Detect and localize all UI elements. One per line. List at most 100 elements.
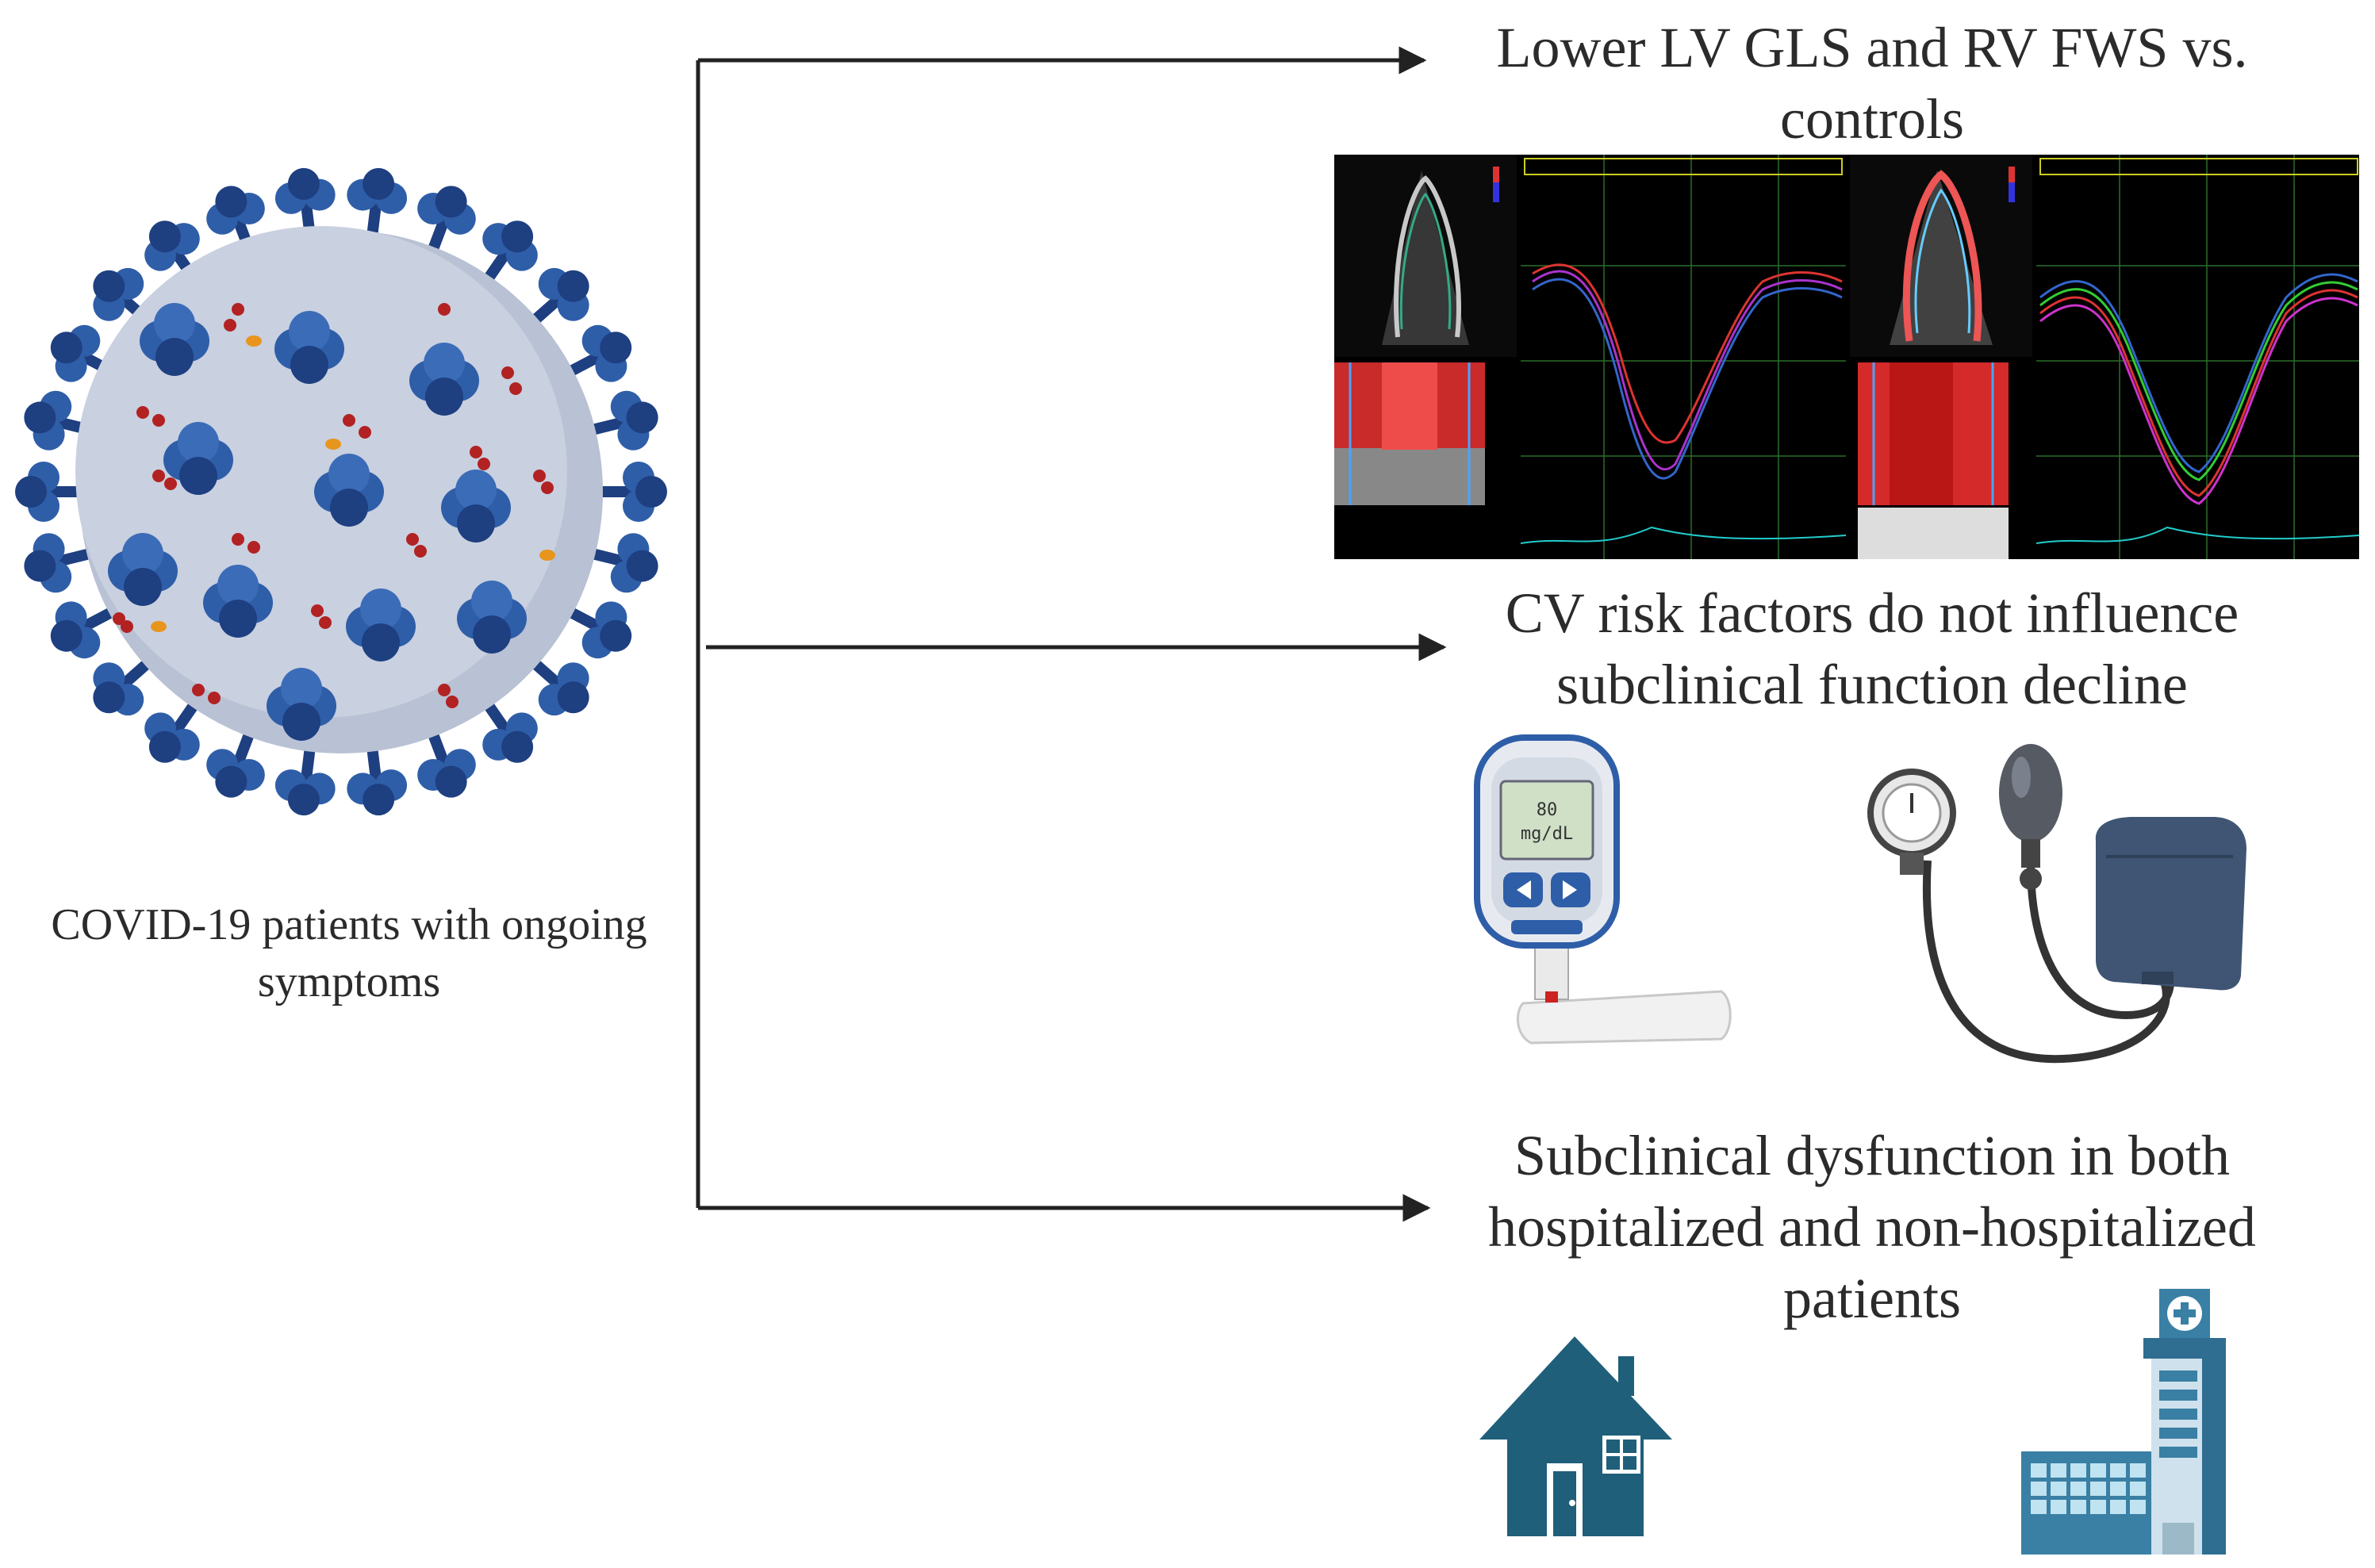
spike-head [557, 681, 589, 714]
spike-head [287, 784, 320, 816]
spike-head [50, 619, 82, 652]
rna-particle [438, 303, 451, 316]
protein-cluster [281, 668, 322, 709]
spike-head [24, 401, 56, 434]
protein-cluster [290, 346, 328, 384]
rna-particle [501, 366, 514, 379]
spike-head [15, 476, 47, 508]
rna-particle [541, 481, 554, 494]
protein-cluster [289, 311, 330, 352]
rna-particle [343, 414, 355, 427]
protein-cluster [362, 623, 400, 661]
protein-cluster [282, 703, 320, 741]
spike-head [148, 220, 181, 253]
finding-3-line2: hospitalized and non-hospitalized [1488, 1195, 2256, 1259]
finding-1-heading: Lower LV GLS and RV FWS vs. controls [1412, 12, 2332, 155]
patients-label: COVID-19 patients with ongoing symptoms [0, 896, 698, 1010]
protein-cluster [457, 504, 495, 542]
protein-cluster [179, 457, 217, 495]
spike-head [626, 550, 658, 582]
finding-2-line1: CV risk factors do not influence [1505, 581, 2239, 645]
protein-cluster [219, 600, 257, 638]
rna-particle [478, 458, 490, 470]
rna-particle [470, 446, 482, 458]
spike-head [557, 270, 589, 302]
rna-particle [359, 426, 371, 439]
rna-particle [533, 470, 546, 482]
spike-head [24, 550, 56, 582]
spike-head [287, 167, 320, 200]
protein-cluster [425, 378, 463, 416]
finding-3-heading: Subclinical dysfunction in both hospital… [1412, 1120, 2332, 1334]
spike-head [435, 765, 467, 798]
spike-head [50, 332, 82, 364]
protein-cluster [124, 568, 162, 606]
rna-particle [208, 692, 221, 704]
patients-label-line2: symptoms [257, 957, 441, 1006]
echo-strain-graphic [1334, 155, 2359, 559]
spike-head [148, 730, 181, 763]
rna-particle [192, 684, 205, 696]
rna-particle [121, 620, 133, 633]
rna-particle [152, 470, 165, 482]
protein-cluster [330, 489, 368, 527]
finding-2-heading: CV risk factors do not influence subclin… [1404, 577, 2340, 720]
rna-particle [136, 406, 149, 419]
rna-particle [319, 616, 332, 629]
rna-particle [164, 477, 177, 490]
spike-head [215, 186, 247, 218]
rna-particle [406, 533, 419, 546]
spike-head [215, 765, 247, 798]
spike-head [626, 401, 658, 434]
rna-particle [414, 545, 427, 558]
rna-particle [232, 533, 244, 546]
orange-particle [246, 335, 262, 347]
spike-head [93, 270, 125, 302]
protein-cluster [424, 343, 465, 384]
protein-cluster [178, 422, 219, 463]
glucometer-reading: 80 [1537, 800, 1558, 820]
orange-particle [151, 621, 167, 632]
spike-head [501, 730, 534, 763]
protein-cluster [455, 470, 497, 511]
echo-strain-image [1334, 155, 2359, 559]
protein-cluster [155, 338, 194, 376]
spike-head [501, 220, 534, 253]
orange-particle [325, 439, 341, 450]
protein-cluster [473, 615, 511, 654]
rna-particle [438, 684, 451, 696]
finding-3-line3: patients [1783, 1267, 1961, 1330]
rna-particle [509, 382, 522, 395]
rna-particle [113, 612, 125, 625]
finding-1-line2: controls [1780, 87, 1964, 151]
finding-2-line2: subclinical function decline [1556, 653, 2188, 716]
glucometer-unit: mg/dL [1521, 824, 1573, 844]
finding-1-line1: Lower LV GLS and RV FWS vs. [1496, 16, 2248, 79]
orange-particle [539, 550, 555, 561]
spike-head [435, 186, 467, 218]
protein-cluster [328, 454, 370, 495]
spike-head [600, 332, 632, 364]
rna-particle [446, 696, 459, 708]
rna-particle [152, 414, 165, 427]
spike-head [363, 784, 395, 816]
protein-cluster [217, 565, 259, 606]
protein-cluster [122, 533, 163, 574]
rna-particle [247, 541, 260, 554]
rna-particle [311, 604, 324, 617]
spike-head [635, 476, 667, 508]
rna-particle [224, 319, 236, 332]
rna-particle [232, 303, 244, 316]
protein-cluster [360, 588, 401, 630]
finding-3-line1: Subclinical dysfunction in both [1514, 1124, 2230, 1187]
protein-cluster [154, 303, 195, 344]
patients-label-line1: COVID-19 patients with ongoing [51, 900, 647, 949]
spike-head [363, 167, 395, 200]
spike-head [93, 681, 125, 714]
